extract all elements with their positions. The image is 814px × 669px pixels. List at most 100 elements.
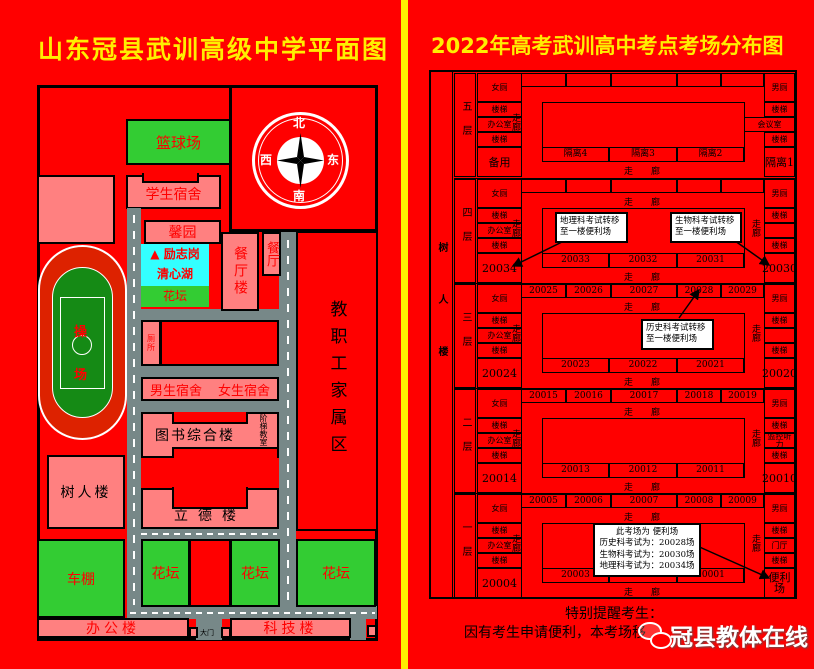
note-geography: 地理科考试转移至一楼便利场 <box>555 212 628 243</box>
canteen: 餐厅 <box>262 232 281 276</box>
room-right: 门厅 <box>764 538 795 553</box>
room-top: 20009 <box>721 494 764 508</box>
room-top: 20026 <box>566 284 611 298</box>
room-top: 20016 <box>566 389 611 403</box>
dorms: 男生宿舍女生宿舍 <box>141 377 279 401</box>
room-right: 楼梯 <box>764 313 795 328</box>
pink-block <box>37 175 115 244</box>
corridor-label: 走廊 <box>624 588 679 598</box>
room-left: 女厕 <box>477 284 522 313</box>
room-top <box>611 73 677 87</box>
corridor-label: 走廊 <box>750 324 760 342</box>
corridor-label: 走廊 <box>624 408 679 418</box>
room-right: 20020 <box>762 358 797 388</box>
room-right: 楼梯 <box>764 553 795 568</box>
room-right: 20010 <box>762 463 797 493</box>
building-name: 树人楼 <box>436 242 447 398</box>
room-top: 20007 <box>611 494 677 508</box>
compass-east: 东 <box>327 153 340 167</box>
room-left: 办公室 <box>477 538 522 553</box>
corridor-label: 走廊 <box>624 273 679 283</box>
room-right: 男厕 <box>764 179 795 208</box>
room-top: 20025 <box>521 284 566 298</box>
office-building: 办公楼 <box>37 618 189 638</box>
library-label: 图书综合楼 <box>155 428 235 444</box>
room-left: 楼梯 <box>477 102 522 117</box>
qingxinhu-label: 清心湖 <box>156 267 193 281</box>
corridor-label: 走廊 <box>624 483 679 493</box>
note-convenience-line: 地理科考试为：20034场 <box>599 561 695 572</box>
room-left: 楼梯 <box>477 343 522 358</box>
shuren-building: 树人楼 <box>47 455 125 529</box>
road <box>127 400 296 412</box>
room-left: 楼梯 <box>477 208 522 223</box>
room-top: 20027 <box>611 284 677 298</box>
room-top <box>721 179 764 193</box>
corridor-label: 走廊 <box>510 113 520 131</box>
basketball-label: 篮球场 <box>155 133 201 152</box>
left-title: 山东冠县武训高级中学平面图 <box>38 35 390 64</box>
room-left: 办公室 <box>477 223 522 238</box>
room-right: 监控听力 <box>764 432 795 448</box>
room-left: 女厕 <box>477 389 522 418</box>
note-convenience-line: 生物科考试为：20030场 <box>599 549 695 560</box>
track-label-bottom: 场 <box>74 368 88 383</box>
floor-label: 一层 <box>454 494 476 598</box>
room-left: 楼梯 <box>477 448 522 463</box>
room-left: 20024 <box>477 358 522 388</box>
room-bottom: 隔离2 <box>677 147 744 162</box>
toilet: 厕所 <box>141 320 161 366</box>
flowerbed-2: 花坛 <box>230 539 280 607</box>
building-name-column: 树人楼 <box>431 72 453 597</box>
corridor-label: 走廊 <box>624 198 679 208</box>
room-right: 楼梯 <box>764 343 795 358</box>
room-left: 办公室 <box>477 117 522 132</box>
lecture-hall-label: 阶梯教室 <box>259 414 268 446</box>
room-left: 女厕 <box>477 179 522 208</box>
room-left: 20004 <box>477 568 522 598</box>
room-top: 20015 <box>521 389 566 403</box>
room-left: 女厕 <box>477 494 522 523</box>
room-top: 20029 <box>721 284 764 298</box>
student-dorm-label: 学生宿舍 <box>145 187 202 203</box>
room-left: 楼梯 <box>477 418 522 433</box>
corridor-label: 走廊 <box>750 534 760 552</box>
room-top <box>566 179 611 193</box>
lake-area: ▲ 励志岗 清心湖 <box>141 244 209 286</box>
room-bottom: 20023 <box>542 358 609 373</box>
room-left: 备用 <box>477 147 522 177</box>
flowerbed-3: 花坛 <box>296 539 376 607</box>
room-bottom: 20031 <box>677 253 744 268</box>
room-left: 楼梯 <box>477 238 522 253</box>
room-bottom: 20033 <box>542 253 609 268</box>
room-top: 20018 <box>677 389 721 403</box>
corridor-label: 走廊 <box>750 219 760 237</box>
room-bottom: 隔离4 <box>542 147 609 162</box>
floor-label: 五层 <box>454 73 476 177</box>
road <box>127 309 296 320</box>
compass-icon: 北 南 西 东 <box>252 112 349 209</box>
reminder-line-1: 特别提醒考生： <box>565 606 663 622</box>
wechat-icon <box>636 618 678 654</box>
corridor-label: 走廊 <box>750 429 760 447</box>
xinyuan: 馨园 <box>144 220 221 244</box>
room-right: 男厕 <box>764 284 795 313</box>
corridor-label: 走廊 <box>510 324 520 342</box>
corridor-label: 走廊 <box>624 378 679 388</box>
room-left: 楼梯 <box>477 132 522 147</box>
road <box>350 606 366 640</box>
room-left: 楼梯 <box>477 313 522 328</box>
room-left: 楼梯 <box>477 553 522 568</box>
room-right: 男厕 <box>764 73 795 102</box>
corridor-label: 走廊 <box>510 429 520 447</box>
note-biology: 生物科考试转移至一楼便利场 <box>670 212 742 243</box>
room-right: 楼梯 <box>764 208 795 223</box>
corridor-label: 走廊 <box>510 219 520 237</box>
note-history: 历史科考试转移至一楼便利场 <box>641 319 714 350</box>
room-top <box>566 73 611 87</box>
room-top: 20008 <box>677 494 721 508</box>
room-top: 20019 <box>721 389 764 403</box>
room-bottom: 20022 <box>609 358 677 373</box>
divider <box>401 0 408 669</box>
